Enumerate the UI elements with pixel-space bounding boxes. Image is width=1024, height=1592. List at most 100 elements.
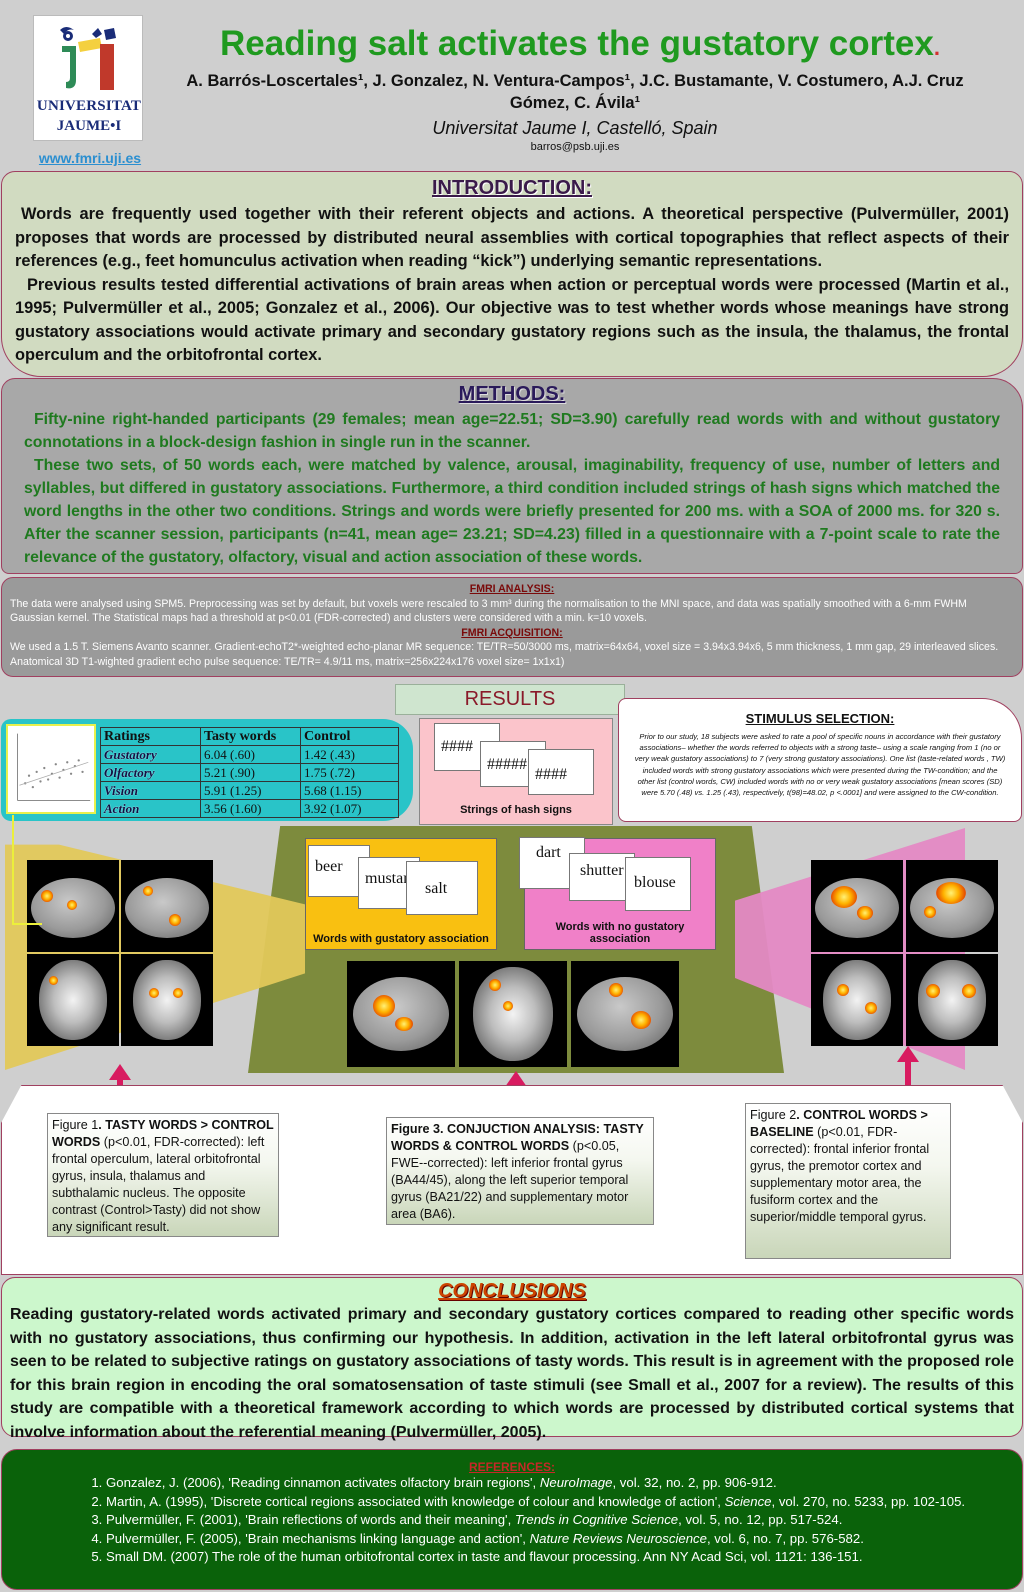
table-cell: 5.21 (.90) (200, 763, 301, 782)
reference-details: , vol. 6, no. 7, pp. 576-582. (706, 1530, 864, 1546)
reference-journal: Nature Reviews Neuroscience (529, 1530, 707, 1546)
figure-2-text: (p<0.01, FDR-corrected): frontal inferio… (750, 1125, 930, 1224)
methods-title: METHODS: (458, 383, 566, 405)
stimulus-card: salt (406, 861, 478, 915)
conclusions-text: Reading gustatory-related words activate… (10, 1306, 1014, 1441)
figure-2-caption: Figure 2. CONTROL WORDS > BASELINE (p<0.… (745, 1103, 951, 1259)
reference-text: Small DM. (2007) The role of the human o… (106, 1549, 863, 1564)
nongustatory-words-stimulus: dart shutter blouse Words with no gustat… (519, 837, 716, 950)
figure-3-title: Figure 3. CONJUCTION ANALYSIS: TASTY WOR… (391, 1122, 644, 1153)
table-cell: 3.56 (1.60) (200, 799, 301, 818)
conclusions-section: CONCLUSIONS Reading gustatory-related wo… (1, 1277, 1023, 1441)
stimulus-card: shutter (569, 853, 635, 901)
fmri-section: FMRI ANALYSIS: The data were analysed us… (1, 577, 1023, 677)
methods-paragraph-1: Fifty-nine right-handed participants (29… (24, 411, 1000, 451)
figure-3-caption: Figure 3. CONJUCTION ANALYSIS: TASTY WOR… (386, 1117, 654, 1225)
callout-connector (12, 815, 42, 925)
table-row: Gustatory 6.04 (.60) 1.42 (.43) (100, 745, 399, 764)
contact-email: barros@psb.uji.es (530, 141, 620, 153)
arrowhead-icon (897, 1046, 919, 1062)
ratings-table: Ratings Tasty words Control Gustatory 6.… (100, 727, 399, 818)
arrowhead-icon (109, 1064, 131, 1080)
reference-item: Martin, A. (1995), 'Discrete cortical re… (106, 1493, 1022, 1512)
figure-2-title: . CONTROL WORDS > BASELINE (750, 1108, 928, 1139)
affiliation: Universitat Jaume I, Castelló, Spain (432, 118, 718, 138)
stimulus-card: #### (528, 749, 594, 795)
fmri-analysis-title: FMRI ANALYSIS: (469, 583, 555, 595)
ratings-header-row: Ratings Tasty words Control (100, 727, 399, 746)
reference-text: Gonzalez, J. (2006), 'Reading cinnamon a… (106, 1475, 540, 1490)
table-cell: Gustatory (100, 745, 201, 764)
stimulus-selection-title: STIMULUS SELECTION: (745, 711, 895, 726)
table-header: Tasty words (200, 727, 301, 746)
table-header: Control (300, 727, 399, 746)
table-cell: 3.92 (1.07) (300, 799, 399, 818)
site-link[interactable]: www.fmri.uji.es (38, 150, 142, 166)
hash-strings-caption: Strings of hash signs (460, 804, 572, 816)
introduction-title: INTRODUCTION: (432, 177, 592, 199)
arrowhead-icon (505, 1071, 527, 1087)
table-row: Vision 5.91 (1.25) 5.68 (1.15) (100, 781, 399, 800)
figure-1-text: (p<0.01, FDR-corrected): left frontal op… (52, 1135, 265, 1234)
reference-item: Gonzalez, J. (2006), 'Reading cinnamon a… (106, 1474, 1022, 1493)
introduction-paragraph-1: Words are frequently used together with … (15, 205, 1009, 270)
figure-1-label: Figure 1 (52, 1118, 99, 1132)
reference-details: , vol. 5, no. 12, pp. 517-524. (678, 1512, 843, 1527)
poster-title-dot: . (933, 35, 940, 60)
logo-text-line2: JAUME•I (56, 118, 122, 134)
table-row: Action 3.56 (1.60) 3.92 (1.07) (100, 799, 399, 818)
stimulus-selection-panel: STIMULUS SELECTION: Prior to our study, … (618, 698, 1022, 822)
hash-strings-stimulus: #### ##### #### Strings of hash signs (419, 718, 613, 825)
table-cell: Action (100, 799, 201, 818)
table-cell: 1.42 (.43) (300, 745, 399, 764)
table-cell: 5.68 (1.15) (300, 781, 399, 800)
references-section: REFERENCES: Gonzalez, J. (2006), 'Readin… (1, 1449, 1023, 1590)
reference-details: , vol. 270, no. 5233, pp. 102-105. (771, 1493, 966, 1509)
stimulus-selection-text: Prior to our study, 18 subjects were ask… (634, 732, 1006, 798)
reference-item: Pulvermüller, F. (2005), 'Brain mechanis… (106, 1530, 1022, 1549)
methods-section: METHODS: Fifty-nine right-handed partici… (1, 378, 1023, 574)
fmri-acquisition-title: FMRI ACQUISITION: (461, 626, 563, 639)
brain-image-fig2-axial-1 (811, 954, 903, 1046)
reference-text: Pulvermüller, F. (2005), 'Brain mechanis… (106, 1530, 530, 1546)
reference-item: Pulvermüller, F. (2001), 'Brain reflecti… (106, 1511, 1022, 1530)
authors-line2: Gómez, C. Ávila¹ (509, 94, 641, 112)
brain-image-fig2-sagittal-left (811, 860, 903, 952)
fmri-analysis-text: The data were analysed using SPM5. Prepr… (10, 597, 967, 625)
reference-journal: NeuroImage (539, 1475, 613, 1490)
brain-image-fig2-sagittal-right (906, 860, 998, 952)
reference-item: Small DM. (2007) The role of the human o… (106, 1548, 1022, 1567)
table-row: Olfactory 5.21 (.90) 1.75 (.72) (100, 763, 399, 782)
figure-1-title: . TASTY WORDS > CONTROL WORDS (52, 1118, 274, 1149)
introduction-section: INTRODUCTION: Words are frequently used … (1, 171, 1023, 377)
methods-paragraph-2: These two sets, of 50 words each, were m… (24, 457, 1000, 566)
figure-3-text: (p<0.05, FWE--corrected): left inferior … (391, 1139, 629, 1221)
reference-text: Pulvermüller, F. (2001), 'Brain reflecti… (106, 1512, 515, 1527)
table-cell: Olfactory (100, 763, 201, 782)
ratings-scatter-plot (6, 724, 96, 814)
authors-line1: A. Barrós-Loscertales¹, J. Gonzalez, N. … (186, 72, 964, 90)
fmri-acquisition-text: We used a 1.5 T. Siemens Avanto scanner.… (10, 641, 999, 668)
brain-image-fig2-axial-2 (906, 954, 998, 1046)
results-title: RESULTS (395, 684, 625, 715)
figure-1-caption: Figure 1. TASTY WORDS > CONTROL WORDS (p… (47, 1113, 279, 1237)
brain-image-fig1-sagittal-right (121, 860, 213, 952)
table-cell: 6.04 (.60) (200, 745, 301, 764)
table-cell: Vision (100, 781, 201, 800)
brain-image-fig3-right (571, 961, 679, 1067)
table-header: Ratings (100, 727, 201, 746)
reference-journal: Science (724, 1493, 772, 1509)
reference-journal: Trends in Cognitive Science (514, 1512, 679, 1527)
brain-image-fig1-axial-1 (27, 954, 119, 1046)
poster-title-text: Reading salt activates the gustatory cor… (220, 24, 934, 63)
arrow-up-icon (905, 1061, 911, 1097)
references-title: REFERENCES: (468, 1460, 555, 1474)
brain-image-fig1-sagittal-left (27, 860, 119, 952)
poster-title: Reading salt activates the gustatory cor… (150, 24, 1010, 64)
brain-image-fig3-axial (459, 961, 567, 1067)
introduction-paragraph-2: Previous results tested differential act… (15, 275, 1009, 365)
brain-image-fig3-left (347, 961, 455, 1067)
reference-details: , vol. 32, no. 2, pp. 906-912. (612, 1475, 777, 1490)
uji-logo-icon (60, 27, 116, 90)
references-list: Gonzalez, J. (2006), 'Reading cinnamon a… (90, 1474, 1022, 1567)
